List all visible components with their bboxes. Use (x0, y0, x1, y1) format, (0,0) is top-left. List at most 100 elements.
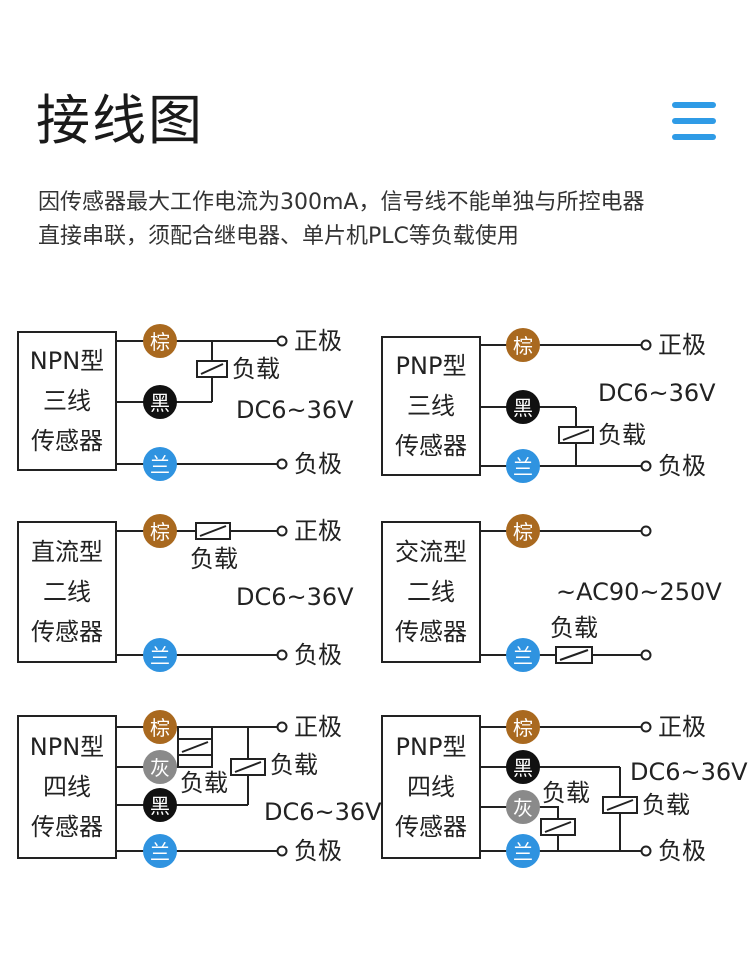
wire-color-dot-blue (506, 834, 540, 868)
wire-color-label-blue: 兰 (150, 644, 170, 668)
sensor-box (381, 336, 481, 476)
terminal-circle (276, 649, 288, 661)
negative-terminal-label: 负极 (294, 837, 342, 865)
wire-color-label-blue: 兰 (150, 453, 170, 477)
relay-icon (230, 758, 266, 776)
sensor-label-0: PNP型 (396, 733, 467, 761)
supply-voltage-label: DC6~36V (264, 798, 382, 826)
description: 因传感器最大工作电流为300mA，信号线不能单独与所控电器 直接串联，须配合继电… (38, 186, 728, 254)
load-label-2: 负载 (542, 779, 590, 807)
negative-terminal-label: 负极 (658, 452, 706, 480)
sensor-label-2: 传感器 (395, 813, 467, 841)
wire-color-label-black: 黑 (513, 756, 533, 780)
wire-color-dot-gray (506, 790, 540, 824)
terminal-circle (640, 339, 652, 351)
wire-color-label-black: 黑 (513, 396, 533, 420)
negative-terminal-label: 负极 (294, 450, 342, 478)
load-label: 负载 (598, 421, 646, 449)
sensor-label-0: NPN型 (30, 347, 104, 375)
sensor-box (381, 715, 481, 859)
terminal-circle (276, 458, 288, 470)
hamburger-menu-icon[interactable] (672, 102, 716, 140)
sensor-label-1: 二线 (407, 578, 455, 606)
load-label: 负载 (232, 355, 280, 383)
sensor-label-2: 传感器 (31, 427, 103, 455)
positive-terminal-label: 正极 (294, 517, 342, 545)
supply-voltage-label: DC6~36V (630, 758, 748, 786)
terminal-circle (640, 721, 652, 733)
terminal-circle (276, 335, 288, 347)
load-label: 负载 (642, 791, 690, 819)
relay-icon (195, 522, 231, 540)
wire-color-dot-black (506, 750, 540, 784)
negative-terminal-label: 负极 (294, 641, 342, 669)
wire-color-dot-blue (143, 638, 177, 672)
load-label: 负载 (190, 545, 238, 573)
sensor-label-2: 传感器 (31, 813, 103, 841)
relay-icon (196, 360, 228, 378)
terminal-circle (640, 845, 652, 857)
wire-color-dot-brown (143, 514, 177, 548)
wire-color-label-blue: 兰 (513, 840, 533, 864)
terminal-circle (276, 525, 288, 537)
wire-color-label-brown: 棕 (513, 334, 533, 358)
load-label: 负载 (270, 751, 318, 779)
wire-color-dot-black (506, 390, 540, 424)
sensor-label-1: 二线 (43, 578, 91, 606)
sensor-label-0: 交流型 (395, 538, 467, 566)
sensor-label-1: 四线 (43, 773, 91, 801)
page-title: 接线图 (36, 89, 204, 152)
wire-color-dot-blue (143, 834, 177, 868)
sensor-label-2: 传感器 (31, 618, 103, 646)
terminal-circle (640, 649, 652, 661)
wire-color-label-blue: 兰 (150, 840, 170, 864)
terminal-circle (640, 525, 652, 537)
sensor-box (17, 521, 117, 663)
positive-terminal-label: 正极 (294, 713, 342, 741)
wire-color-dot-black (143, 385, 177, 419)
sensor-label-2: 传感器 (395, 618, 467, 646)
sensor-box (17, 715, 117, 859)
wire-color-dot-blue (143, 447, 177, 481)
supply-voltage-label: ~AC90~250V (556, 578, 722, 606)
sensor-label-0: NPN型 (30, 733, 104, 761)
wire (160, 747, 213, 768)
load-label: 负载 (550, 614, 598, 642)
relay-icon (555, 646, 593, 664)
terminal-circle (276, 845, 288, 857)
sensor-label-0: PNP型 (396, 352, 467, 380)
wire-color-label-gray: 灰 (513, 796, 533, 820)
wire-color-label-black: 黑 (150, 794, 170, 818)
relay-icon (540, 818, 576, 836)
wire-color-dot-brown (506, 514, 540, 548)
sensor-label-1: 三线 (407, 392, 455, 420)
wire-color-dot-blue (506, 638, 540, 672)
relay-icon (177, 738, 213, 756)
wire-color-dot-brown (143, 710, 177, 744)
supply-voltage-label: DC6~36V (598, 379, 716, 407)
wire-color-dot-brown (506, 710, 540, 744)
wire-color-label-brown: 棕 (150, 330, 170, 354)
wire-color-label-brown: 棕 (513, 716, 533, 740)
sensor-label-2: 传感器 (395, 432, 467, 460)
wire-color-dot-black (143, 788, 177, 822)
terminal-circle (640, 460, 652, 472)
load-label-2: 负载 (180, 769, 228, 797)
sensor-label-0: 直流型 (31, 538, 103, 566)
supply-voltage-label: DC6~36V (236, 396, 354, 424)
wire-color-label-blue: 兰 (513, 455, 533, 479)
positive-terminal-label: 正极 (294, 327, 342, 355)
description-line-1: 因传感器最大工作电流为300mA，信号线不能单独与所控电器 (38, 190, 645, 215)
wire-color-label-black: 黑 (150, 391, 170, 415)
positive-terminal-label: 正极 (658, 713, 706, 741)
description-line-2: 直接串联，须配合继电器、单片机PLC等负载使用 (38, 224, 519, 249)
wire-color-label-gray: 灰 (150, 756, 170, 780)
wire-color-dot-brown (143, 324, 177, 358)
wire-color-dot-blue (506, 449, 540, 483)
relay-icon (602, 796, 638, 814)
wire-color-label-blue: 兰 (513, 644, 533, 668)
terminal-circle (276, 721, 288, 733)
positive-terminal-label: 正极 (658, 331, 706, 359)
relay-icon (558, 426, 594, 444)
negative-terminal-label: 负极 (658, 837, 706, 865)
